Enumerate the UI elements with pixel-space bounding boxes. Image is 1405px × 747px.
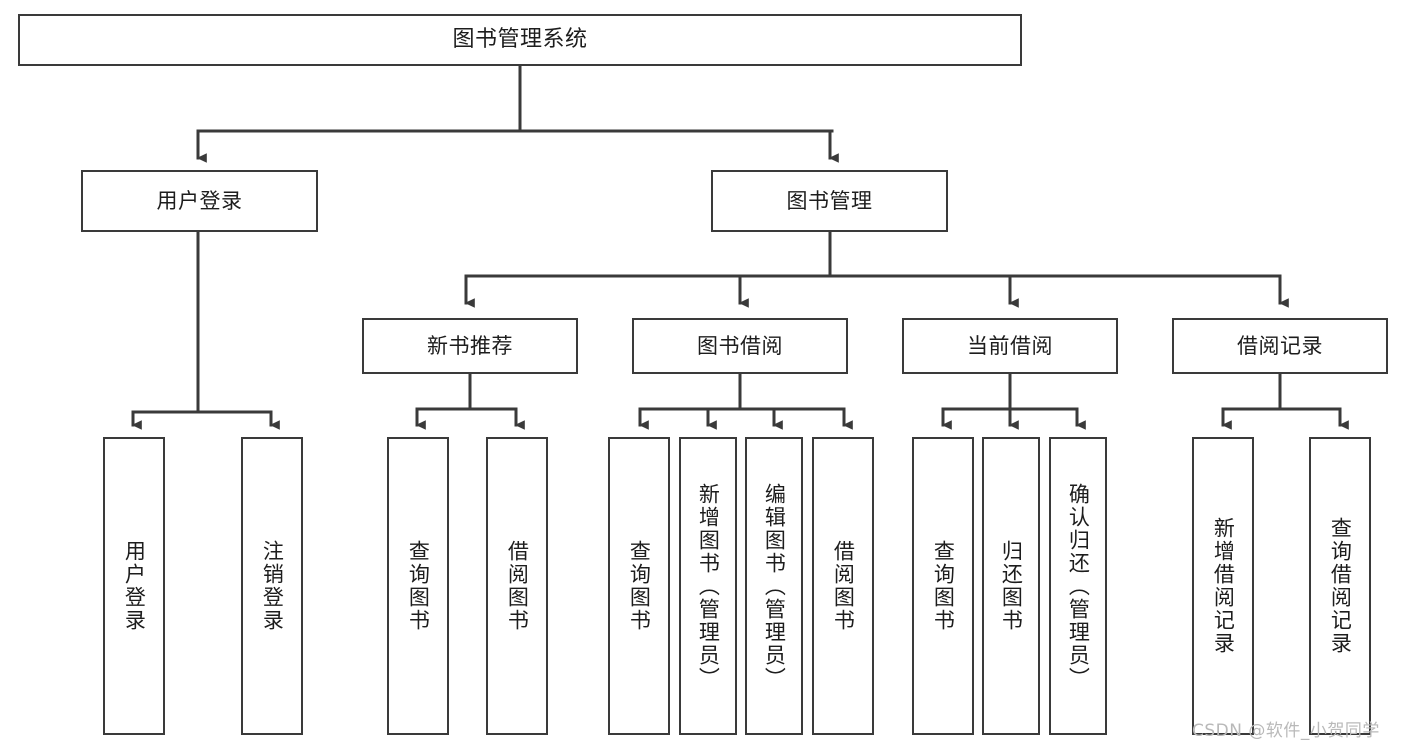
- leaf-query-book-1-label: 查询图书: [406, 540, 431, 632]
- leaf-query-book-2[interactable]: 查询图书: [608, 437, 670, 735]
- leaf-add-book[interactable]: 新增图书（管理员）: [679, 437, 737, 735]
- leaf-query-record-label: 查询借阅记录: [1328, 517, 1353, 655]
- node-borrow-record[interactable]: 借阅记录: [1172, 318, 1388, 374]
- leaf-query-record[interactable]: 查询借阅记录: [1309, 437, 1371, 735]
- node-borrow-record-label: 借阅记录: [1237, 333, 1323, 358]
- leaf-query-book-1[interactable]: 查询图书: [387, 437, 449, 735]
- leaf-query-book-2-label: 查询图书: [627, 540, 652, 632]
- node-new-book-rec[interactable]: 新书推荐: [362, 318, 578, 374]
- leaf-edit-book-label: 编辑图书（管理员）: [762, 482, 787, 690]
- node-current-borrow-label: 当前借阅: [967, 333, 1053, 358]
- node-book-borrow[interactable]: 图书借阅: [632, 318, 848, 374]
- node-root[interactable]: 图书管理系统: [18, 14, 1022, 66]
- leaf-return-book-label: 归还图书: [999, 540, 1024, 632]
- leaf-user-login[interactable]: 用户登录: [103, 437, 165, 735]
- node-book-borrow-label: 图书借阅: [697, 333, 783, 358]
- leaf-borrow-book-2[interactable]: 借阅图书: [812, 437, 874, 735]
- leaf-add-record[interactable]: 新增借阅记录: [1192, 437, 1254, 735]
- node-current-borrow[interactable]: 当前借阅: [902, 318, 1118, 374]
- node-new-book-rec-label: 新书推荐: [427, 333, 513, 358]
- leaf-confirm-return-label: 确认归还（管理员）: [1066, 482, 1091, 690]
- leaf-add-book-label: 新增图书（管理员）: [696, 482, 721, 690]
- leaf-logout-login[interactable]: 注销登录: [241, 437, 303, 735]
- leaf-user-login-label: 用户登录: [122, 540, 147, 632]
- leaf-borrow-book-2-label: 借阅图书: [831, 540, 856, 632]
- node-book-manage-label: 图书管理: [786, 188, 873, 213]
- csdn-watermark: CSDN @软件_小贺同学: [1192, 721, 1380, 741]
- leaf-query-book-3-label: 查询图书: [931, 540, 956, 632]
- leaf-return-book[interactable]: 归还图书: [982, 437, 1040, 735]
- node-book-manage[interactable]: 图书管理: [711, 170, 948, 232]
- leaf-add-record-label: 新增借阅记录: [1211, 517, 1236, 655]
- node-user-login-label: 用户登录: [156, 188, 243, 213]
- leaf-confirm-return[interactable]: 确认归还（管理员）: [1049, 437, 1107, 735]
- node-root-label: 图书管理系统: [452, 27, 588, 53]
- leaf-logout-login-label: 注销登录: [260, 540, 285, 632]
- leaf-edit-book[interactable]: 编辑图书（管理员）: [745, 437, 803, 735]
- leaf-borrow-book-1[interactable]: 借阅图书: [486, 437, 548, 735]
- node-user-login[interactable]: 用户登录: [81, 170, 318, 232]
- leaf-borrow-book-1-label: 借阅图书: [505, 540, 530, 632]
- leaf-query-book-3[interactable]: 查询图书: [912, 437, 974, 735]
